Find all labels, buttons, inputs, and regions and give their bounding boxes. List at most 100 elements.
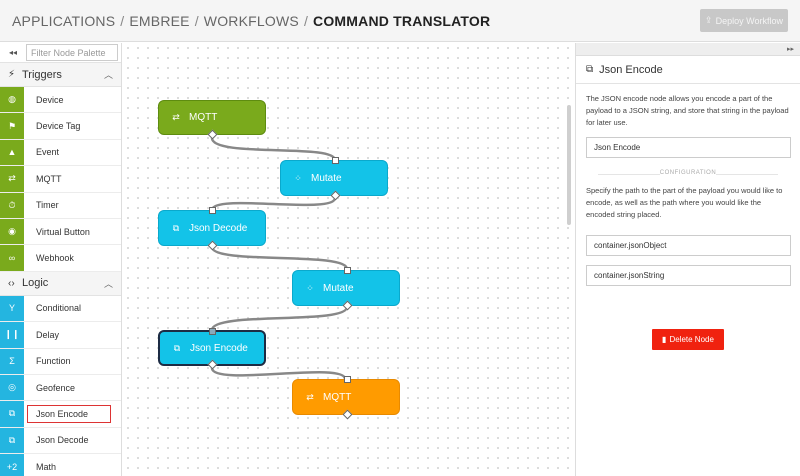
copy-icon: ⧉ [0,427,24,454]
grid-icon: ⁘ [294,172,302,183]
palette-item-label: Conditional [36,303,82,314]
upload-icon: ⇪ [705,15,713,25]
top-header: APPLICATIONS/EMBREE/WORKFLOWS/COMMAND TR… [0,0,800,42]
wire-json-encode-to-mqtt [210,367,347,380]
warning-icon: ▲ [0,139,24,166]
palette-item-function[interactable]: Σ Function [0,348,121,375]
palette-item-event[interactable]: ▲ Event [0,139,121,167]
workflow-node-mqtt-output[interactable]: ⇄ MQTT [292,376,400,420]
radio-button-icon: ◉ [0,218,24,245]
source-path-field[interactable]: container.jsonObject [586,235,791,256]
node-input-port[interactable] [332,157,339,164]
stopwatch-icon: ⏱ [0,192,24,218]
node-description: The JSON encode node allows you encode a… [586,94,789,127]
node-name-field[interactable]: Json Encode [586,137,791,158]
chevron-up-icon[interactable]: ︿ [103,278,113,289]
node-palette: ◂◂ ⚡ Triggers ︿ ◍ Device ⚑ Device Tag ▲ Eve… [0,43,122,476]
node-input-port[interactable] [209,207,216,214]
workflow-node-mutate-2[interactable]: ⁘ Mutate [292,267,400,311]
device-icon: ◍ [0,87,24,113]
panel-body: The JSON encode node allows you encode a… [576,84,800,350]
palette-item-mqtt[interactable]: ⇄MQTT [0,166,121,193]
palette-item-json-decode[interactable]: ⧉ Json Decode [0,427,121,455]
node-input-port[interactable] [344,267,351,274]
palette-item-device-tag[interactable]: ⚑ Device Tag [0,113,121,140]
workflow-node-json-decode[interactable]: ⧉ Json Decode [158,207,266,251]
palette-item-label: Virtual Button [36,226,90,237]
wire-json-decode-to-mutate [210,246,349,270]
node-label: MQTT [323,391,352,403]
palette-item-label: Webhook [36,253,74,264]
wire-mutate-to-json-encode [210,306,349,331]
palette-item-label: Function [36,356,71,367]
palette-item-delay[interactable]: ❙❙Delay [0,322,121,349]
breadcrumb-application[interactable]: EMBREE [129,13,190,29]
section-logic[interactable]: ‹› Logic ︿ [0,271,121,296]
palette-item-virtual-button[interactable]: ◉ Virtual Button [0,218,121,246]
node-properties-panel: ▸▸ ⧉ Json Encode The JSON encode node al… [575,43,800,476]
node-label: Json Encode [190,342,248,354]
deploy-workflow-button[interactable]: ⇪ Deploy Workflow [700,9,788,32]
delete-node-button[interactable]: ▮ Delete Node [652,329,724,350]
lightning-icon: ⚡ [8,69,16,80]
node-label: MQTT [189,112,218,123]
grid-icon: ⁘ [306,282,314,293]
filter-node-palette-input[interactable] [26,44,118,61]
math-icon: +2 [0,454,24,476]
deploy-workflow-label: Deploy Workflow [715,15,783,26]
page-title: COMMAND TRANSLATOR [313,13,491,29]
node-input-port[interactable] [209,328,216,335]
chevron-up-icon[interactable]: ︿ [103,70,113,80]
configuration-divider: CONFIGURATION [586,170,790,176]
palette-item-timer[interactable]: ⏱Timer [0,192,121,219]
connection-wires [210,137,349,380]
exchange-icon: ⇄ [0,166,24,192]
trash-icon: ▮ [662,335,667,344]
link-icon: ∞ [0,245,24,271]
palette-item-json-encode[interactable]: ⧉Json Encode [0,401,121,428]
delete-node-label: Delete Node [669,335,714,344]
crosshair-icon: ◎ [0,374,24,401]
palette-item-geofence[interactable]: ◎Geofence [0,374,121,402]
palette-item-conditional[interactable]: Y Conditional [0,295,121,323]
configuration-description: Specify the path to the part of the payl… [586,186,783,219]
code-icon: ‹› [8,277,15,289]
wire-mutate-to-json-decode [210,197,337,211]
workflow-node-json-encode[interactable]: ⧉ Json Encode [158,328,266,370]
collapse-palette-icon[interactable]: ◂◂ [8,48,18,57]
flag-icon: ⚑ [0,113,24,139]
exchange-icon: ⇄ [172,112,180,122]
palette-item-label: Json Encode [26,404,112,423]
palette-item-label: Device [36,94,64,105]
section-triggers[interactable]: ⚡ Triggers ︿ [0,63,121,87]
copy-icon: ⧉ [0,401,24,427]
node-label: Mutate [311,172,342,184]
workflow-node-mutate-1[interactable]: ⁘ Mutate [280,157,388,201]
branch-icon: Y [0,295,24,322]
section-label: Logic [22,277,49,290]
copy-icon: ⧉ [586,64,594,75]
palette-item-device[interactable]: ◍ Device [0,87,121,114]
palette-toolbar: ◂◂ [0,43,121,63]
exchange-icon: ⇄ [306,391,314,402]
section-label: Triggers [22,68,62,81]
sigma-icon: Σ [0,348,24,374]
panel-title: Json Encode [599,63,663,76]
palette-item-webhook[interactable]: ∞ Webhook [0,245,121,272]
breadcrumb-applications[interactable]: APPLICATIONS [12,13,116,29]
pause-icon: ❙❙ [0,322,24,348]
copy-icon: ⧉ [173,342,181,353]
node-input-port[interactable] [344,376,351,383]
canvas-scrollbar[interactable] [567,105,571,225]
workflow-canvas[interactable]: ⇄ MQTT ⁘ Mutate ⧉ Json Decode ⁘ Mutate ⧉… [123,43,575,476]
workflow-node-mqtt-trigger[interactable]: ⇄ MQTT [158,100,266,140]
palette-item-label: Event [36,147,60,158]
node-label: Json Decode [189,222,248,234]
collapse-panel-icon[interactable]: ▸▸ [576,43,800,56]
node-label: Mutate [323,282,354,294]
destination-path-field[interactable]: container.jsonString [586,265,791,286]
palette-item-label: Device Tag [36,121,81,132]
breadcrumb-workflows[interactable]: WORKFLOWS [203,13,299,29]
palette-item-label: Json Decode [36,435,89,446]
